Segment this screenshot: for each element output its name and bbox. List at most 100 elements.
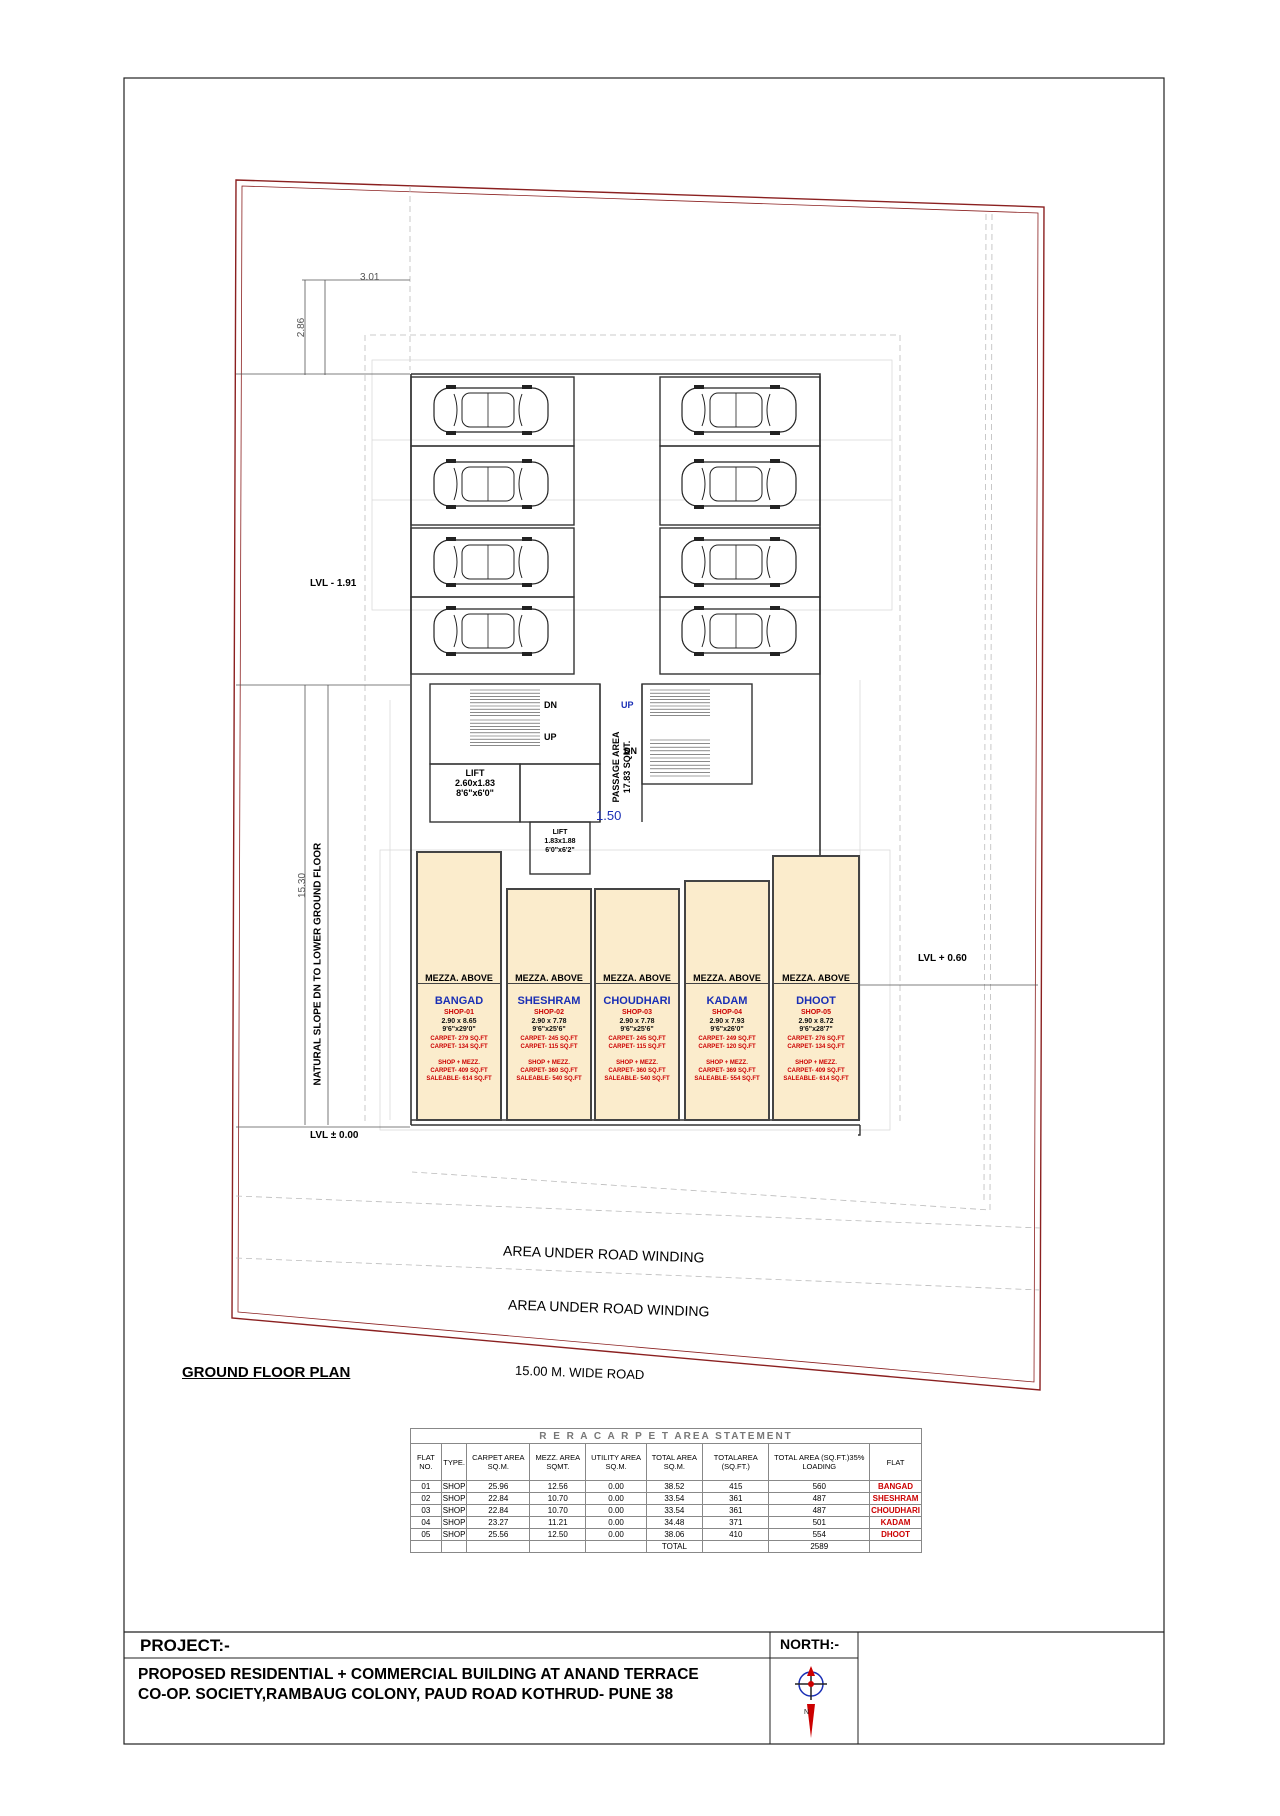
shop-size: 2.90 x 7.93 <box>709 1018 745 1025</box>
shop-owner-name: DHOOT <box>796 995 836 1007</box>
project-label: PROJECT:- <box>140 1636 230 1655</box>
shop-saleable: SALEABLE- 540 SQ.FT <box>516 1076 582 1082</box>
north-label: NORTH:- <box>780 1636 840 1652</box>
shop-carpet: CARPET- 279 SQ.FT <box>430 1036 488 1042</box>
rera-column-header: UTILITY AREA SQ.M. <box>585 1443 647 1481</box>
shop-combo-carpet: CARPET- 360 SQ.FT <box>608 1068 666 1074</box>
shop-combo-label: SHOP + MEZZ. <box>438 1060 480 1066</box>
car-icon <box>433 459 549 509</box>
rera-column-header: FLAT NO. <box>410 1443 442 1481</box>
car-icon <box>433 606 549 656</box>
level-top: LVL - 1.91 <box>310 578 357 589</box>
shop-mezzanine-label: MEZZA. ABOVE <box>508 973 590 984</box>
lift-2-size: 1.83x1.88 <box>544 838 576 845</box>
shop-saleable: SALEABLE- 554 SQ.FT <box>694 1076 760 1082</box>
car-icon <box>681 537 797 587</box>
plan-title: GROUND FLOOR PLAN <box>182 1364 351 1381</box>
project-line-2: CO-OP. SOCIETY,RAMBAUG COLONY, PAUD ROAD… <box>138 1686 674 1703</box>
dimension-lines <box>236 279 1038 1128</box>
shop-owner-name: KADAM <box>706 995 748 1007</box>
stair-lift-core <box>429 683 753 875</box>
shop-combo-label: SHOP + MEZZ. <box>706 1060 748 1066</box>
dim-top-label: 3.01 <box>360 272 380 283</box>
shop-combo-label: SHOP + MEZZ. <box>616 1060 658 1066</box>
stair2-dn-label: DN <box>624 746 637 756</box>
level-right: LVL + 0.60 <box>918 953 967 964</box>
stair2-up-label: UP <box>621 700 634 710</box>
project-line-1: PROPOSED RESIDENTIAL + COMMERCIAL BUILDI… <box>138 1666 699 1683</box>
sheet-border <box>123 77 1165 1745</box>
shop-mezzanine-label: MEZZA. ABOVE <box>774 973 858 984</box>
table-cell <box>410 1540 442 1553</box>
shop-mezz-carpet: CARPET- 134 SQ.FT <box>787 1044 845 1050</box>
shop-carpet: CARPET- 276 SQ.FT <box>787 1036 845 1042</box>
car-icon <box>433 385 549 435</box>
setback-lines <box>235 186 1041 1291</box>
car-icon <box>681 459 797 509</box>
shop-combo-carpet: CARPET- 369 SQ.FT <box>698 1068 756 1074</box>
table-cell <box>869 1540 922 1553</box>
shop-combo-label: SHOP + MEZZ. <box>795 1060 837 1066</box>
rera-area-table: R E R A C A R P E T AREA STATEMENT FLAT … <box>410 1428 922 1553</box>
svg-text:N: N <box>804 1709 809 1716</box>
parked-cars <box>433 385 797 656</box>
shop-id: SHOP-01 <box>444 1009 474 1016</box>
rera-column-header: TOTAL AREA (SQ.FT.)35% LOADING <box>768 1443 871 1481</box>
shop-mezzanine-label: MEZZA. ABOVE <box>686 973 768 984</box>
shop-mezz-carpet: CARPET- 120 SQ.FT <box>698 1044 756 1050</box>
stair-treads <box>470 689 710 777</box>
shop-carpet: CARPET- 249 SQ.FT <box>698 1036 756 1042</box>
shop-size-imperial: 9'6"x28'7" <box>799 1026 833 1033</box>
shop-saleable: SALEABLE- 614 SQ.FT <box>426 1076 492 1082</box>
shop-size-imperial: 9'6"x25'6" <box>620 1026 654 1033</box>
table-cell <box>702 1540 770 1553</box>
shop-size: 2.90 x 8.72 <box>798 1018 834 1025</box>
shop-mezz-carpet: CARPET- 115 SQ.FT <box>520 1044 578 1050</box>
lift-2: LIFT 1.83x1.88 6'0"x6'2" <box>530 828 590 855</box>
shop-size-imperial: 9'6"x29'0" <box>442 1026 476 1033</box>
lift-1-size: 2.60x1.83 <box>454 778 496 788</box>
shop-size-imperial: 9'6"x25'6" <box>532 1026 566 1033</box>
shop-id: SHOP-04 <box>712 1009 742 1016</box>
plot-boundary <box>231 179 1045 1391</box>
shop-size: 2.90 x 7.78 <box>619 1018 655 1025</box>
lift-2-name: LIFT <box>552 829 568 836</box>
shop-size: 2.90 x 7.78 <box>531 1018 567 1025</box>
shop-combo-carpet: CARPET- 409 SQ.FT <box>430 1068 488 1074</box>
passage-width-label: 1.50 <box>596 808 622 823</box>
shop-saleable: SALEABLE- 614 SQ.FT <box>783 1076 849 1082</box>
shop-id: SHOP-05 <box>801 1009 831 1016</box>
shop-id: SHOP-03 <box>622 1009 652 1016</box>
lift-2-imperial: 6'0"x6'2" <box>545 847 575 854</box>
shop-carpet: CARPET- 245 SQ.FT <box>520 1036 578 1042</box>
shop-saleable: SALEABLE- 540 SQ.FT <box>604 1076 670 1082</box>
car-icon <box>433 537 549 587</box>
stair-dn-label: DN <box>544 700 557 710</box>
shop-combo-label: SHOP + MEZZ. <box>528 1060 570 1066</box>
shop-mezzanine-label: MEZZA. ABOVE <box>418 973 500 984</box>
lift-1-imperial: 8'6"x6'0" <box>456 788 494 798</box>
shop-mezzanine-label: MEZZA. ABOVE <box>596 973 678 984</box>
shop-carpet: CARPET- 245 SQ.FT <box>608 1036 666 1042</box>
shop-combo-carpet: CARPET- 360 SQ.FT <box>520 1068 578 1074</box>
shop-mezz-carpet: CARPET- 115 SQ.FT <box>608 1044 666 1050</box>
shop-mezz-carpet: CARPET- 134 SQ.FT <box>430 1044 488 1050</box>
shop-size: 2.90 x 8.65 <box>441 1018 477 1025</box>
car-icon <box>681 606 797 656</box>
shop-size-imperial: 9'6"x26'0" <box>710 1026 744 1033</box>
shop-combo-carpet: CARPET- 409 SQ.FT <box>787 1068 845 1074</box>
level-zero: LVL ± 0.00 <box>310 1130 359 1141</box>
lift-1: LIFT 2.60x1.83 8'6"x6'0" <box>430 768 520 798</box>
lift-1-name: LIFT <box>465 768 485 778</box>
